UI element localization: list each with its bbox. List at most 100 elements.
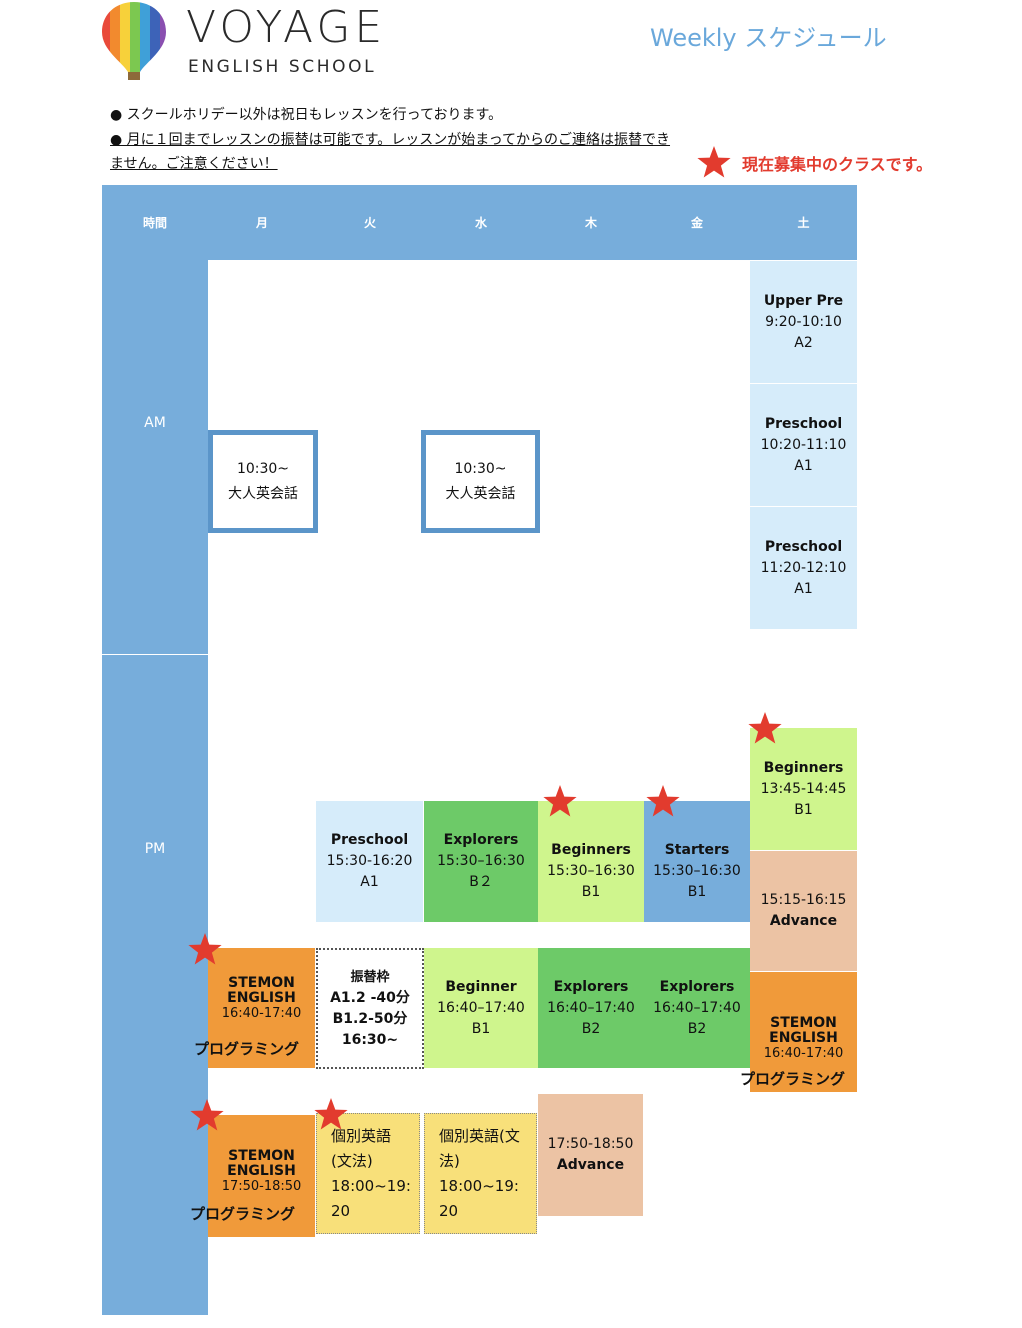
class-time: 11:20-12:10	[760, 559, 847, 576]
class-name: Starters	[664, 842, 730, 858]
class-name: Preschool	[330, 832, 409, 848]
mon-stemon-2-programming-label: プログラミング	[190, 1205, 296, 1223]
page-title: Weekly スケジュール	[650, 24, 887, 52]
class-fri-explorers[interactable]: Explorers 16:40–17:40 B2	[644, 948, 750, 1068]
class-time: 16:40–17:40	[653, 999, 741, 1016]
class-level: B1	[794, 801, 813, 818]
class-fri-starters[interactable]: Starters 15:30–16:30 B1	[644, 801, 750, 922]
header-day-fri: 金	[690, 216, 703, 230]
class-name: Explorers	[659, 978, 735, 995]
class-name: Upper Pre	[763, 292, 844, 309]
notice-holidays: ● スクールホリデー以外は祝日もレッスンを行っております。	[110, 107, 503, 123]
class-level: B1	[687, 884, 707, 900]
class-time: 10:30~	[236, 460, 290, 477]
recruiting-legend-text: 現在募集中のクラスです。	[742, 155, 933, 174]
header-time: 時間	[142, 216, 167, 230]
class-name: 個別英語(文	[439, 1126, 520, 1145]
recruiting-legend: 現在募集中のクラスです。	[696, 143, 932, 183]
period-pm-label: PM	[144, 841, 166, 857]
class-wed-private[interactable]: 個別英語(文 法) 18:00~19: 20	[424, 1113, 537, 1234]
star-icon	[188, 933, 222, 965]
class-name: 大人英会話	[445, 485, 516, 502]
class-time: 10:30~	[454, 460, 507, 477]
class-sat-advance[interactable]: 15:15-16:15 Advance	[750, 851, 857, 971]
class-time: 16:40–17:40	[437, 999, 525, 1016]
class-time: 18:00~19:	[439, 1176, 519, 1195]
class-name-line2: ENGLISH	[227, 989, 296, 1006]
class-wed-explorers[interactable]: Explorers 15:30–16:30 B２	[424, 801, 538, 922]
mon-stemon-programming-label: プログラミング	[194, 1040, 300, 1058]
class-time: 16:40-17:40	[221, 1005, 302, 1021]
class-sat-preschool-1[interactable]: Preschool 10:20-11:10 A1	[750, 384, 857, 506]
makeup-title: 振替枠	[350, 969, 390, 985]
class-mon-adult[interactable]: 10:30~ 大人英会話	[208, 430, 318, 533]
class-time: 15:15-16:15	[760, 892, 847, 908]
class-mon-stemon[interactable]: STEMON ENGLISH 16:40-17:40	[208, 948, 315, 1068]
class-time: 15:30–16:30	[437, 853, 525, 869]
class-time-end: 20	[439, 1201, 459, 1220]
class-time-end: 20	[331, 1201, 351, 1220]
star-icon	[748, 712, 782, 744]
class-level: B1	[581, 884, 601, 900]
class-name: Advance	[769, 913, 838, 929]
balloon-logo-icon	[102, 2, 166, 80]
makeup-b-duration: B1.2-50分	[332, 1010, 408, 1027]
class-name: Preschool	[764, 538, 843, 555]
class-sat-beginners[interactable]: Beginners 13:45-14:45 B1	[750, 728, 857, 850]
notice-makeup-policy: ● 月に１回までレッスンの振替は可能です。レッスンが始まってからのご連絡は振替で…	[110, 132, 671, 172]
class-sat-stemon[interactable]: STEMON ENGLISH 16:40-17:40	[750, 972, 857, 1092]
class-thu-advance[interactable]: 17:50-18:50 Advance	[538, 1094, 643, 1216]
class-time: 15:30-16:20	[326, 853, 413, 869]
class-time: 15:30–16:30	[653, 863, 741, 879]
class-name-line2: ENGLISH	[227, 1162, 296, 1179]
class-time: 18:00~19:	[331, 1176, 411, 1195]
class-subject: 法)	[439, 1151, 460, 1170]
class-mon-stemon-2[interactable]: STEMON ENGLISH 17:50-18:50	[208, 1115, 315, 1237]
class-name: Preschool	[764, 415, 843, 432]
class-time: 13:45-14:45	[760, 780, 847, 797]
class-time: 17:50-18:50	[547, 1136, 634, 1152]
makeup-time: 16:30~	[341, 1031, 399, 1048]
class-subject: (文法)	[331, 1151, 373, 1170]
class-name: 個別英語	[331, 1126, 392, 1145]
star-icon	[190, 1099, 224, 1131]
class-thu-beginners[interactable]: Beginners 15:30–16:30 B1	[538, 801, 644, 922]
class-name: Explorers	[443, 832, 519, 848]
logo-subtitle: ENGLISH SCHOOL	[188, 57, 377, 77]
class-wed-beginner[interactable]: Beginner 16:40–17:40 B1	[424, 948, 538, 1068]
star-icon	[314, 1098, 348, 1130]
class-name-line1: STEMON	[770, 1014, 837, 1031]
class-name: Explorers	[553, 978, 629, 995]
class-name-line1: STEMON	[228, 1147, 295, 1164]
class-level: B2	[581, 1020, 601, 1037]
time-column-am	[102, 260, 208, 654]
time-column-pm	[102, 655, 208, 1315]
header-day-wed: 水	[474, 216, 487, 230]
header-day-tue: 火	[363, 216, 376, 230]
makeup-a-duration: A1.2 -40分	[330, 989, 410, 1006]
class-sat-upper-pre[interactable]: Upper Pre 9:20-10:10 A2	[750, 261, 857, 383]
class-tue-makeup-slot[interactable]: 振替枠 A1.2 -40分 B1.2-50分 16:30~	[316, 948, 424, 1069]
star-icon	[697, 146, 731, 178]
class-tue-preschool[interactable]: Preschool 15:30-16:20 A1	[316, 801, 423, 922]
class-level: B1	[471, 1020, 491, 1037]
class-wed-adult[interactable]: 10:30~ 大人英会話	[421, 430, 540, 533]
star-icon	[646, 785, 680, 817]
star-icon	[543, 785, 577, 817]
class-thu-explorers[interactable]: Explorers 16:40–17:40 B2	[538, 948, 644, 1068]
class-time: 17:50-18:50	[221, 1178, 302, 1194]
class-sat-preschool-2[interactable]: Preschool 11:20-12:10 A1	[750, 507, 857, 629]
header-day-sat: 土	[797, 216, 810, 230]
class-time: 16:40–17:40	[547, 999, 635, 1016]
class-name: Advance	[556, 1157, 625, 1173]
class-level: B2	[687, 1020, 707, 1037]
logo-wordmark: VOYAGE	[186, 2, 387, 53]
class-level: A1	[794, 580, 813, 597]
class-time: 9:20-10:10	[765, 313, 842, 330]
class-name-line1: STEMON	[228, 974, 295, 991]
header-day-mon: 月	[255, 216, 268, 230]
header-day-thu: 木	[584, 216, 597, 230]
class-tue-private[interactable]: 個別英語 (文法) 18:00~19: 20	[316, 1113, 420, 1234]
class-level: B２	[469, 874, 493, 890]
class-level: A2	[794, 334, 813, 351]
